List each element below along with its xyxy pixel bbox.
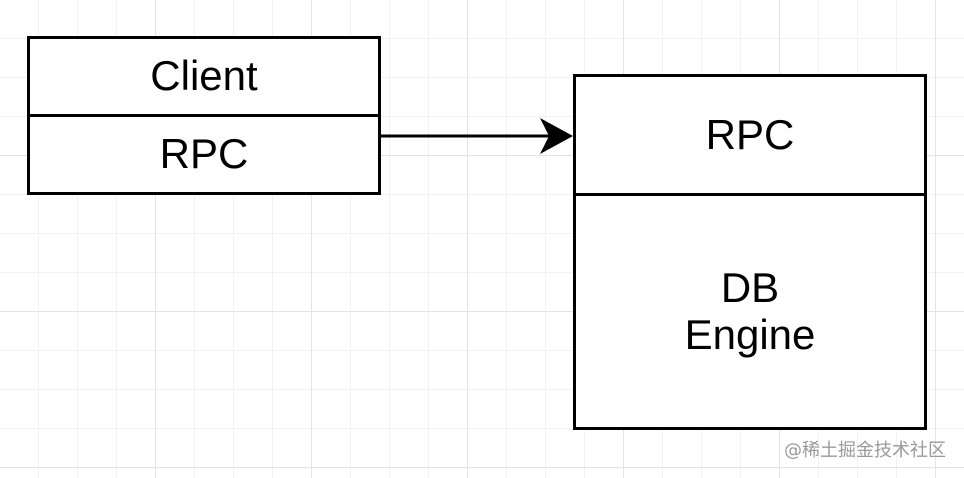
db-engine-block: DB Engine	[576, 196, 924, 427]
watermark: @稀土掘金技术社区	[784, 440, 946, 461]
client-title: Client	[30, 39, 378, 117]
rpc-arrow-head	[540, 118, 573, 154]
db-engine-line-2: Engine	[684, 310, 816, 358]
client-rpc-layer: RPC	[159, 130, 249, 178]
db-engine-line-1: DB	[720, 264, 780, 312]
server-box: RPC DB Engine	[573, 74, 927, 430]
client-box: Client RPC	[27, 36, 381, 195]
server-rpc-layer: RPC	[576, 77, 924, 196]
